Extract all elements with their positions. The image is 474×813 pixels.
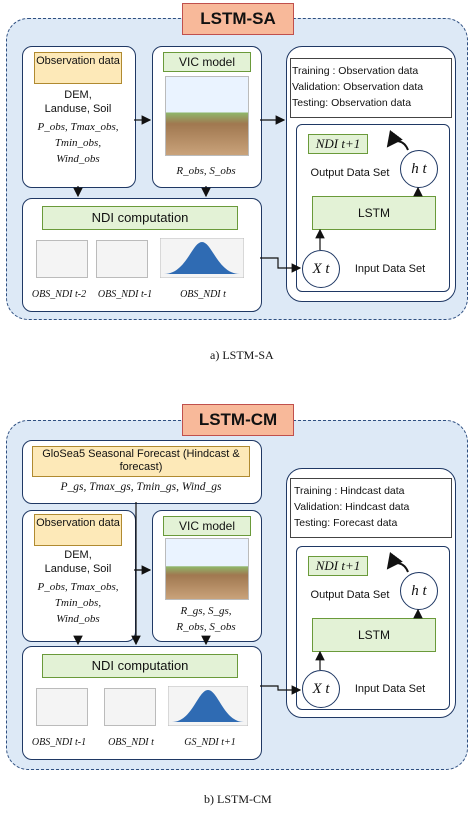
config-border-cm: [290, 478, 452, 538]
observation-var-2: Tmin_obs,: [54, 137, 102, 149]
config-validation-cm: Validation: Hindcast data: [294, 501, 410, 513]
forecast-header: GloSea5 Seasonal Forecast (Hindcast & fo…: [32, 446, 250, 477]
caption-a: a) LSTM-SA: [210, 348, 274, 362]
observation-input-2-cm: Landuse, Soil: [44, 563, 112, 575]
ndi-scatter-1-cm: [36, 688, 88, 726]
ndi-output-label: NDI t+1: [308, 134, 368, 154]
config-training-cm: Training : Hindcast data: [294, 485, 405, 497]
input-circle: X t: [302, 250, 340, 288]
output-caption: Output Data Set: [310, 167, 390, 179]
ndi-label-2: OBS_NDI t-1: [97, 289, 153, 300]
observation-var-3: Wind_obs: [56, 153, 100, 165]
vic-outputs-2-cm: R_obs, S_obs: [176, 621, 236, 633]
config-testing: Testing: Observation data: [292, 97, 412, 109]
lstm-cm-title: LSTM-CM: [182, 404, 294, 436]
ndi-scatter-2-cm: [104, 688, 156, 726]
top-arrows: [73, 115, 423, 273]
ndi-distribution-cm: [168, 686, 248, 726]
vic-schematic-image: [165, 76, 249, 156]
input-caption-cm: Input Data Set: [354, 683, 426, 695]
observation-input-2: Landuse, Soil: [44, 103, 112, 115]
observation-input-1-cm: DEM,: [64, 549, 92, 561]
ndi-header: NDI computation: [42, 206, 238, 230]
ndi-label-1-cm: OBS_NDI t-1: [31, 737, 87, 748]
ndi-scatter-1: [36, 240, 88, 278]
observation-var-1-cm: P_obs, Tmax_obs,: [37, 581, 119, 593]
ndi-label-3: OBS_NDI t: [180, 289, 226, 300]
observation-var-1: P_obs, Tmax_obs,: [37, 121, 119, 133]
ndi-label-3-cm: GS_NDI t+1: [184, 737, 236, 748]
forecast-vars: P_gs, Tmax_gs, Tmin_gs, Wind_gs: [60, 481, 222, 493]
ndi-header-cm: NDI computation: [42, 654, 238, 678]
observation-var-3-cm: Wind_obs: [56, 613, 100, 625]
vic-header-cm: VIC model: [163, 516, 251, 536]
caption-b: b) LSTM-CM: [204, 792, 272, 806]
input-circle-cm: X t: [302, 670, 340, 708]
ndi-label-2-cm: OBS_NDI t: [108, 737, 154, 748]
output-caption-cm: Output Data Set: [310, 589, 390, 601]
lstm-cell: LSTM: [312, 196, 436, 230]
ndi-output-label-cm: NDI t+1: [308, 556, 368, 576]
vic-schematic-image-cm: [165, 538, 249, 600]
observation-header-cm: Observation data: [34, 514, 122, 546]
observation-input-1: DEM,: [64, 89, 92, 101]
vic-header: VIC model: [163, 52, 251, 72]
config-training: Training : Observation data: [292, 65, 419, 77]
config-border: [290, 58, 452, 118]
input-caption: Input Data Set: [354, 263, 426, 275]
observation-header: Observation data: [34, 52, 122, 84]
vic-outputs-1-cm: R_gs, S_gs,: [180, 605, 232, 617]
ndi-label-1: OBS_NDI t-2: [31, 289, 87, 300]
config-validation: Validation: Observation data: [292, 81, 424, 93]
config-testing-cm: Testing: Forecast data: [294, 517, 398, 529]
observation-var-2-cm: Tmin_obs,: [54, 597, 102, 609]
lstm-sa-title: LSTM-SA: [182, 3, 294, 35]
hidden-state-circle-cm: h t: [400, 572, 438, 610]
vic-outputs: R_obs, S_obs: [176, 165, 236, 177]
ndi-distribution: [160, 238, 244, 278]
lstm-cell-cm: LSTM: [312, 618, 436, 652]
ndi-scatter-2: [96, 240, 148, 278]
